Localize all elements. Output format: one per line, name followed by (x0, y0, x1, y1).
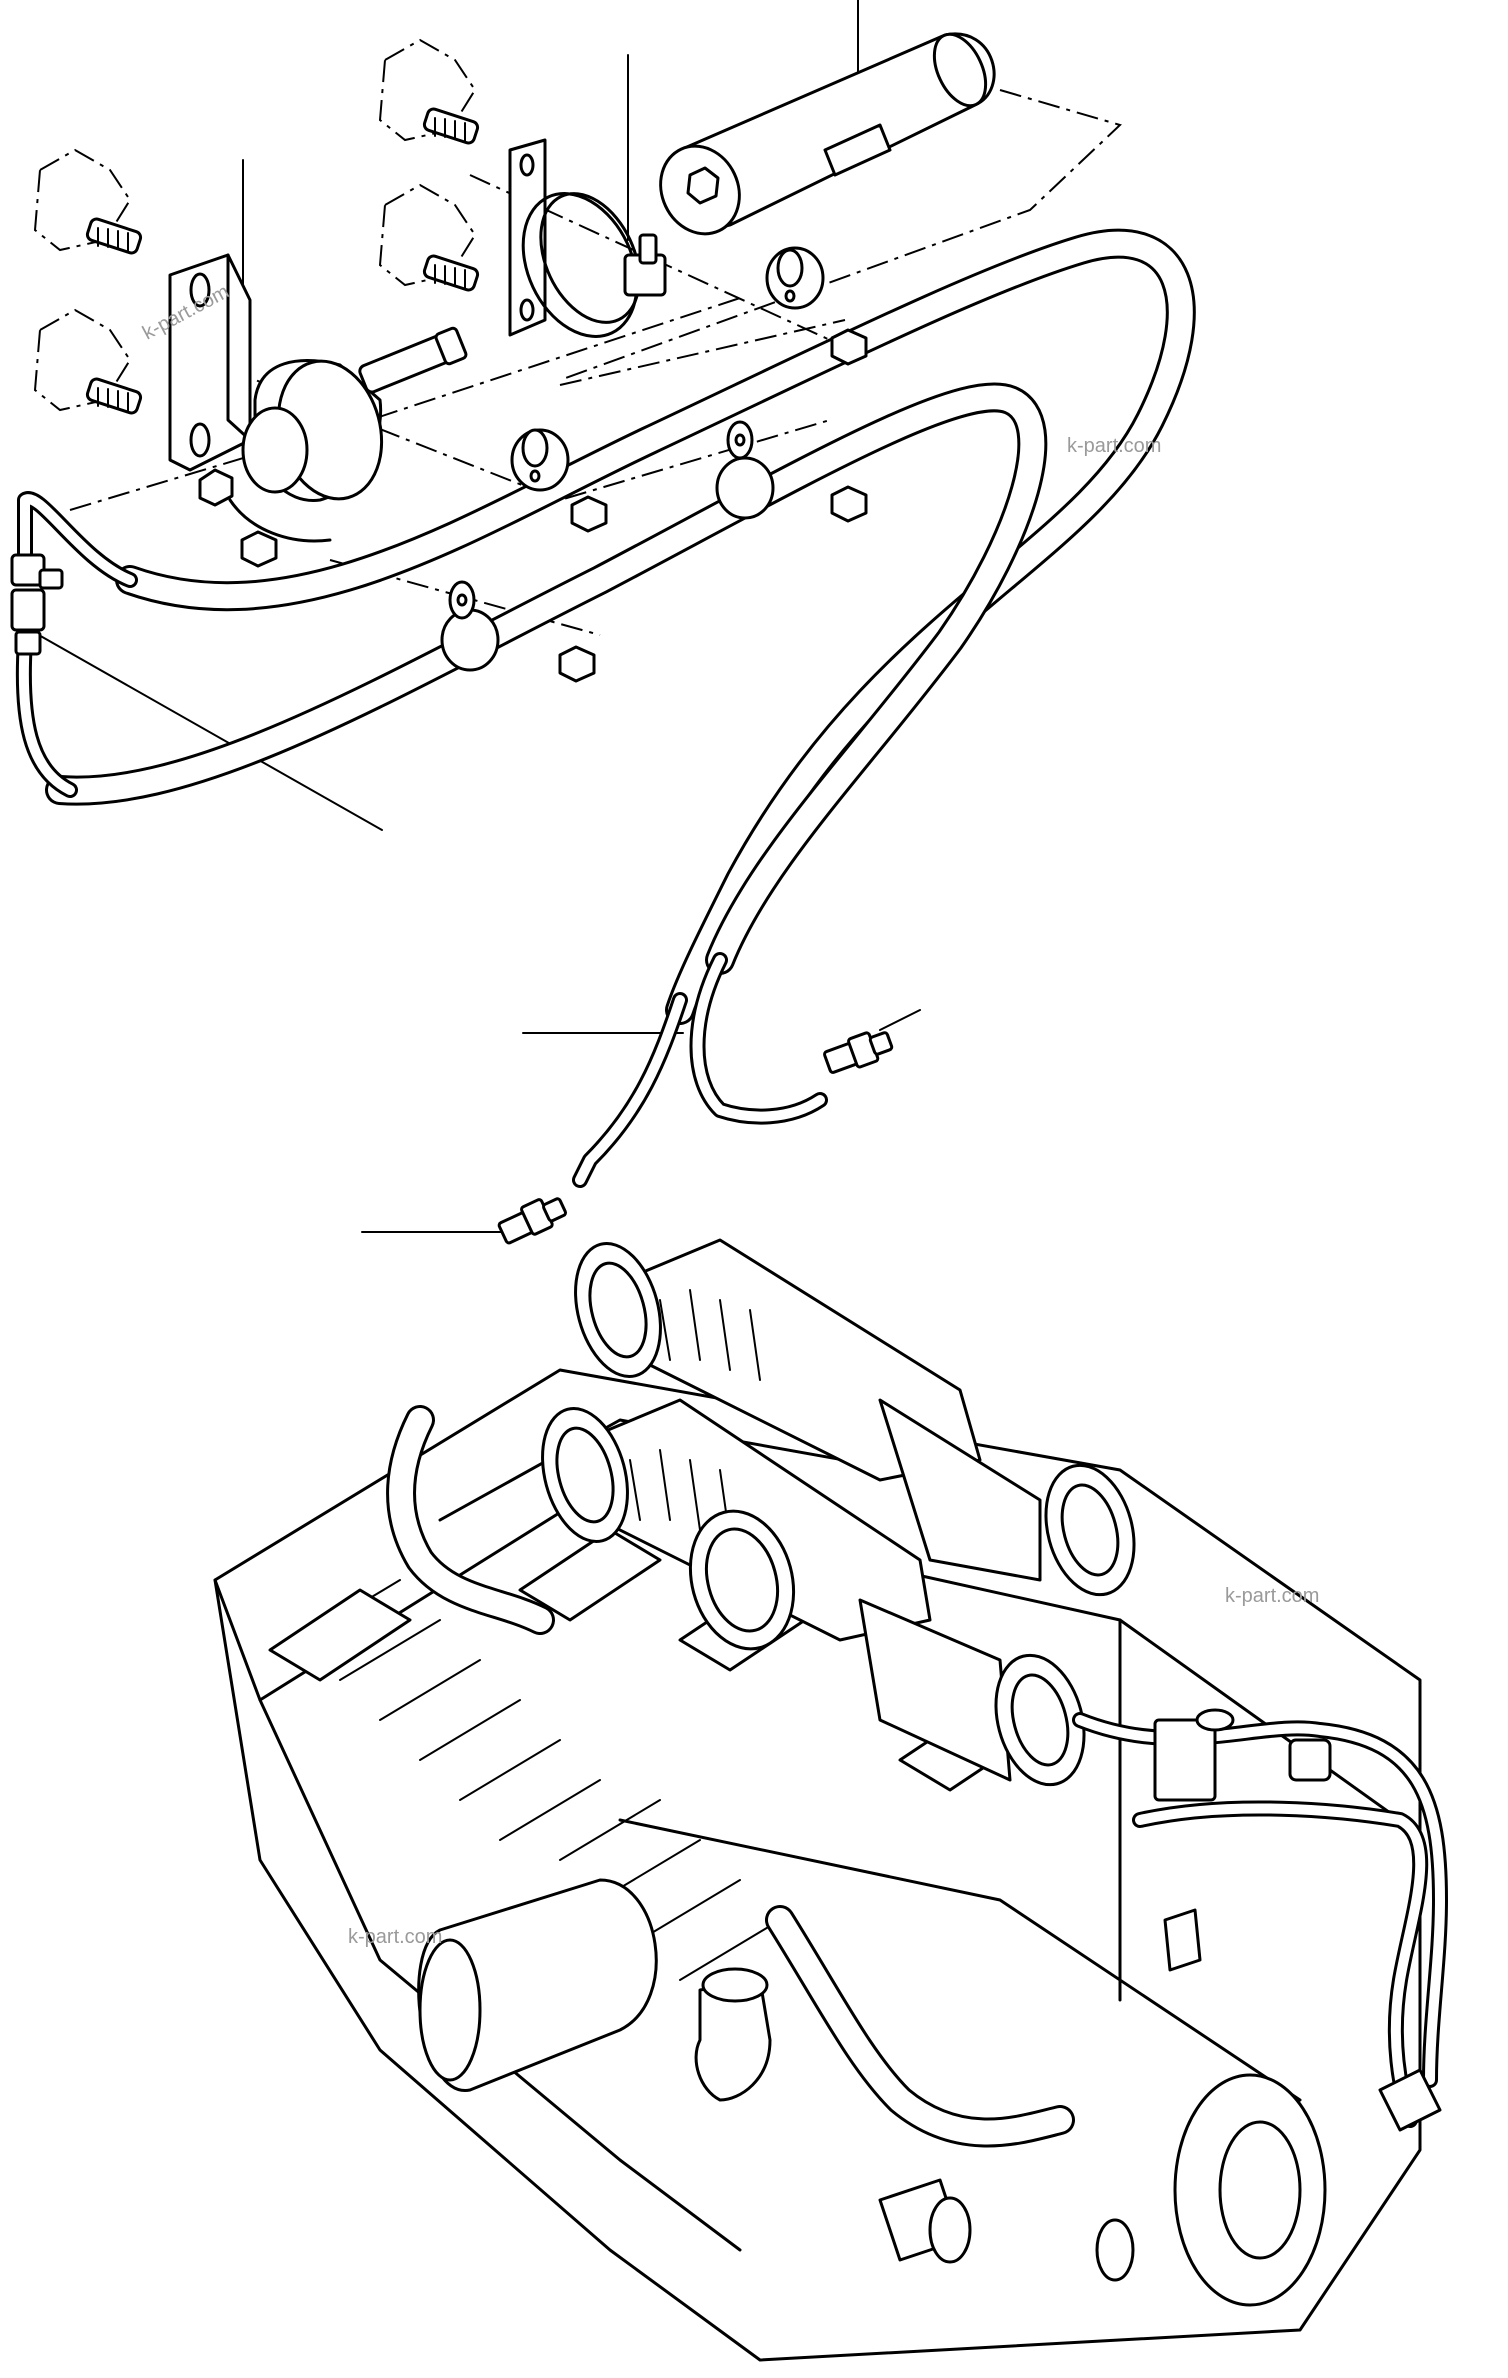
fuel-filter-head (694, 1978, 772, 2102)
small-pipes (15, 491, 828, 1188)
pipe-fittings (497, 1031, 894, 1245)
dash-line-3 (469, 174, 831, 341)
valve-housing (198, 326, 468, 543)
fitting-upper (823, 1031, 894, 1074)
phantom-bosses (33, 38, 477, 412)
watermark-text: k-part.com (1225, 1585, 1319, 1607)
fitting-lower (497, 1197, 567, 1245)
nut-1 (830, 328, 868, 366)
engine-accessories (417, 1708, 1442, 2307)
stud-4 (422, 254, 480, 292)
nut-4 (558, 645, 596, 683)
stud-2 (85, 377, 143, 415)
tee-fitting (10, 553, 64, 656)
studs (85, 107, 480, 415)
turbochargers (541, 1238, 1136, 1787)
p-clips (440, 246, 825, 672)
p-clip-2 (510, 428, 570, 492)
nut-5 (240, 530, 278, 568)
dash-line-4 (559, 319, 846, 386)
p-clip-4 (440, 580, 500, 672)
leader-lines (29, 0, 921, 1233)
dash-line-1 (69, 297, 741, 511)
p-clip-3 (715, 420, 775, 520)
nut-3 (830, 485, 868, 523)
watermark-text: k-part.com (1067, 435, 1161, 457)
leader-line-tee (29, 629, 383, 831)
p-clip-1 (765, 246, 825, 310)
leader-line-fitting-upper (879, 1009, 921, 1031)
filter-canister (659, 32, 996, 236)
hose-clamp-band (508, 138, 667, 338)
lock-nuts (240, 328, 868, 683)
watermark-text: k-part.com (348, 1926, 442, 1948)
stud-1 (85, 217, 143, 255)
hose-assembly-upper (45, 228, 1196, 1025)
stud-3 (422, 107, 480, 145)
nut-2 (570, 495, 608, 533)
